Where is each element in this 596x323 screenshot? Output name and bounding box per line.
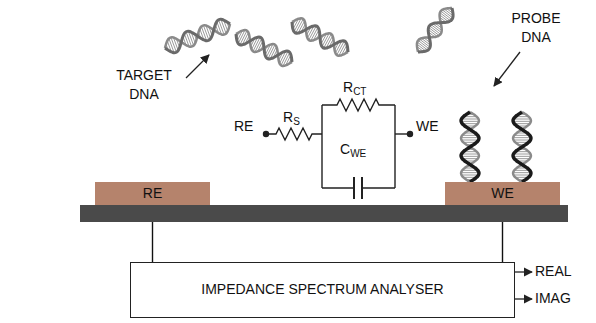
dna-strand xyxy=(461,112,479,182)
component-label: RCT xyxy=(343,78,366,97)
working-electrode: WE xyxy=(445,182,560,205)
equivalent-circuit xyxy=(264,99,413,199)
base-pair xyxy=(429,26,440,35)
component-label: RS xyxy=(283,108,300,127)
terminal-label: RE xyxy=(234,117,253,136)
wire xyxy=(394,105,395,188)
base-pair xyxy=(418,40,429,49)
subscript: WE xyxy=(350,148,366,159)
node-label: IMPEDANCE SPECTRUM ANALYSER xyxy=(201,282,443,297)
base-pair xyxy=(461,154,478,155)
dna-strand xyxy=(513,112,531,182)
base-pair xyxy=(513,140,530,141)
dna-strand xyxy=(236,30,292,66)
base-pair xyxy=(461,140,478,141)
base-pair xyxy=(513,137,531,138)
base-pair xyxy=(513,154,530,155)
signal-label: IMAG xyxy=(535,289,571,308)
base-pair xyxy=(441,11,452,20)
component-label: CWE xyxy=(340,140,366,159)
subscript: CT xyxy=(353,86,366,97)
base-pair xyxy=(431,24,442,32)
dna-label: TARGET DNA xyxy=(106,66,182,104)
base-pair xyxy=(461,172,479,173)
base-pair xyxy=(461,121,479,122)
node-label: RE xyxy=(143,186,162,201)
output-arrow xyxy=(515,298,532,299)
dna-label: PROBE DNA xyxy=(503,9,569,47)
base-pair xyxy=(513,119,530,120)
base-pair xyxy=(461,137,479,138)
base-pair xyxy=(461,119,478,120)
base-pair xyxy=(513,121,531,122)
dna-strand xyxy=(292,18,348,55)
terminal-dot xyxy=(408,132,413,137)
dna-strand xyxy=(513,112,531,182)
base-pair xyxy=(461,175,478,176)
leader-arrow xyxy=(186,55,209,78)
wire xyxy=(321,105,322,188)
dna-strand xyxy=(417,8,452,52)
dna-strand xyxy=(461,112,479,182)
reference-electrode: RE xyxy=(95,182,210,205)
dna-strand xyxy=(236,34,292,62)
dna-strands xyxy=(165,8,531,182)
base-pair xyxy=(461,156,479,157)
leader-arrow xyxy=(494,52,520,86)
dna-strand xyxy=(418,8,453,52)
output-arrow xyxy=(515,271,532,272)
base-pair xyxy=(513,172,531,173)
subscript: S xyxy=(293,116,300,127)
resistor-symbol xyxy=(322,99,395,111)
node-label: WE xyxy=(491,186,514,201)
signal-label: REAL xyxy=(535,262,572,281)
wire xyxy=(322,187,395,188)
dna-strand xyxy=(165,19,230,52)
dna-strand xyxy=(292,22,348,52)
capacitor-symbol xyxy=(354,177,362,199)
resistor-symbol xyxy=(266,128,322,140)
base-pair xyxy=(513,156,531,157)
substrate xyxy=(80,205,568,222)
analyser-box: IMPEDANCE SPECTRUM ANALYSER xyxy=(130,262,515,318)
terminal-label: WE xyxy=(416,117,439,136)
base-pair xyxy=(513,175,530,176)
